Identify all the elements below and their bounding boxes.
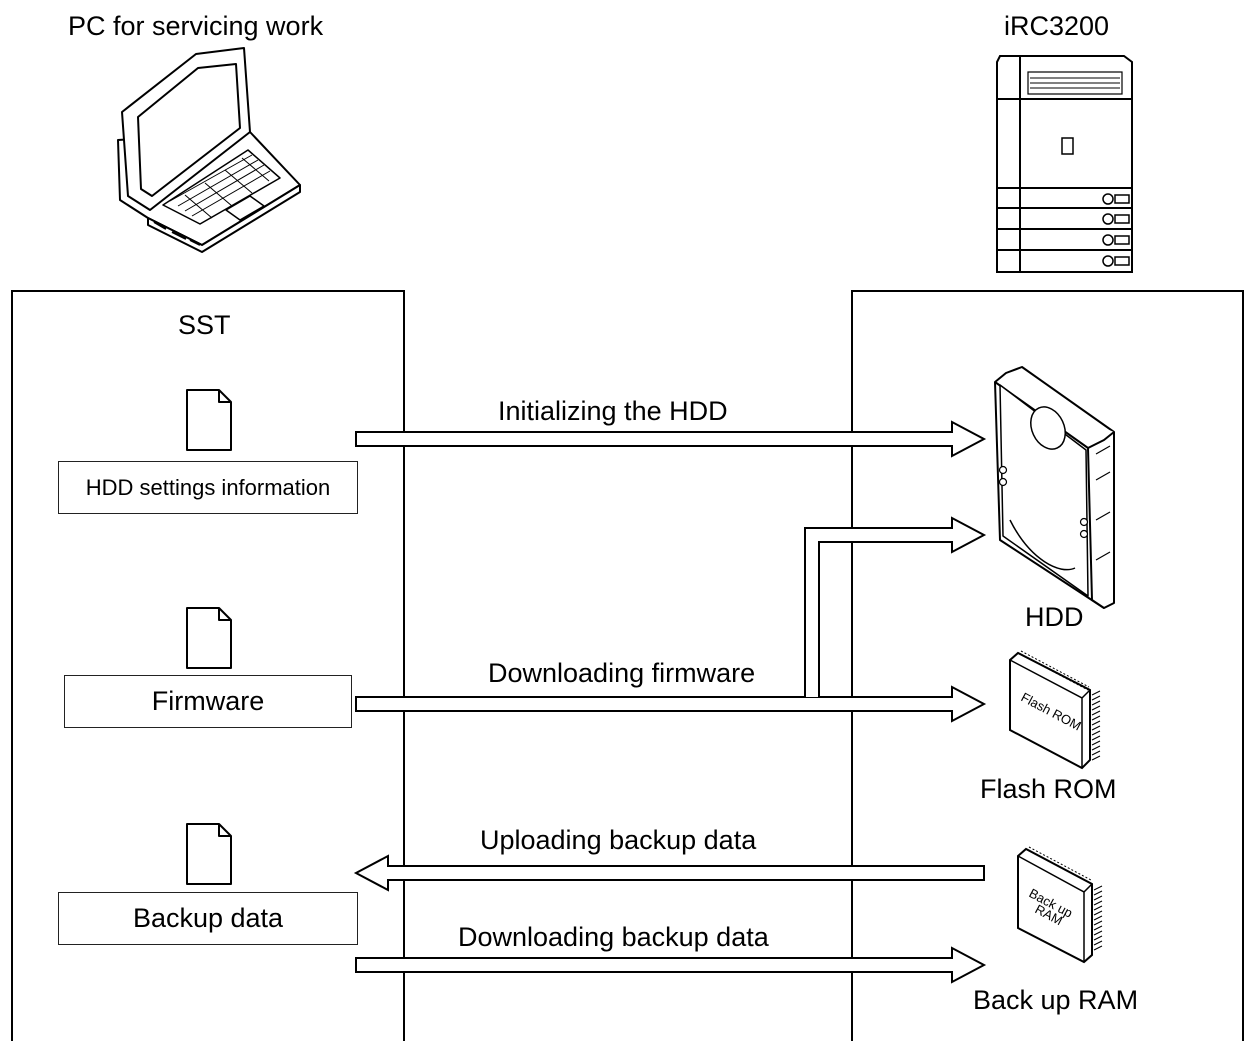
arrow-upload-backup-label: Uploading backup data xyxy=(480,825,757,855)
sst-title: SST xyxy=(178,310,231,340)
arrow-download-backup-label: Downloading backup data xyxy=(458,922,769,952)
hdd-settings-file-label: HDD settings information xyxy=(85,474,331,500)
arrow-download-fw xyxy=(355,685,987,723)
document-icons xyxy=(186,389,232,885)
hdd-settings-file-box: HDD settings information xyxy=(58,461,358,514)
flash-rom-chip-icon: Flash ROM xyxy=(1009,650,1101,770)
hdd-icon xyxy=(994,366,1115,609)
pc-title: PC for servicing work xyxy=(68,11,324,41)
document-icon-backup xyxy=(186,823,232,885)
document-icon-hdd xyxy=(186,389,232,451)
backup-file-label: Backup data xyxy=(132,903,284,933)
firmware-file-label: Firmware xyxy=(151,686,265,716)
sst-panel xyxy=(11,290,405,1041)
firmware-file-box: Firmware xyxy=(64,675,352,728)
backup-file-box: Backup data xyxy=(58,892,358,945)
device-panel xyxy=(851,290,1244,1041)
document-icon-firmware xyxy=(186,607,232,669)
arrow-upload-backup xyxy=(353,854,985,892)
copier-icon xyxy=(996,55,1133,273)
backup-ram-label: Back up RAM xyxy=(973,985,1139,1015)
flash-rom-label: Flash ROM xyxy=(980,774,1117,804)
laptop-icon xyxy=(117,47,301,253)
arrow-init-hdd-label: Initializing the HDD xyxy=(498,396,728,426)
arrow-download-fw-label: Downloading firmware xyxy=(488,658,756,688)
arrow-init-hdd xyxy=(355,420,987,458)
backup-ram-chip-icon: Back up RAM xyxy=(1017,846,1103,964)
arrow-download-backup xyxy=(355,946,987,984)
hdd-label: HDD xyxy=(1025,602,1084,632)
device-title: iRC3200 xyxy=(1004,11,1110,41)
arrow-fw-to-hdd xyxy=(804,516,987,697)
